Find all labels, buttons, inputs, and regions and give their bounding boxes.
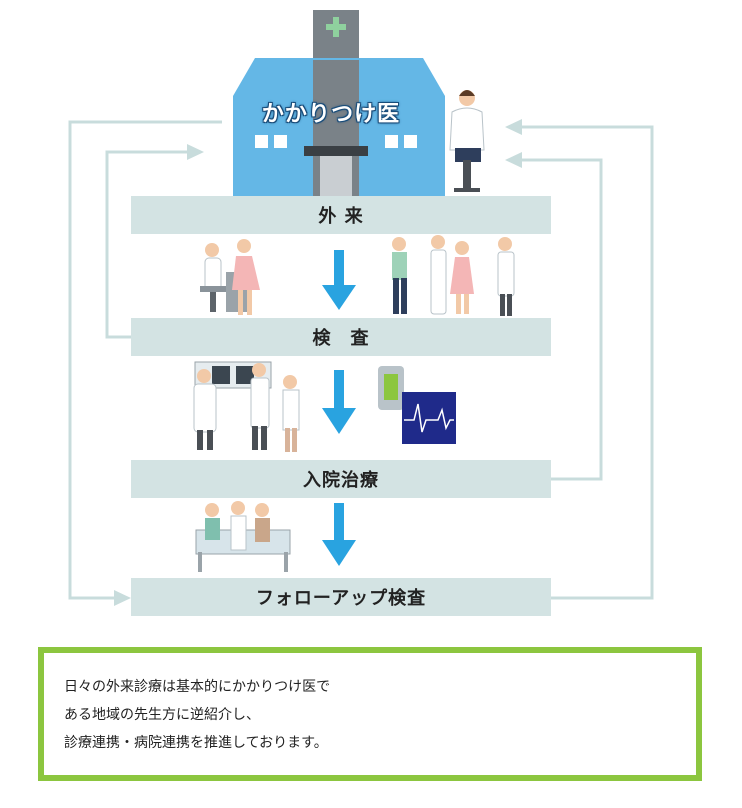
consultation-scene-icon — [200, 239, 260, 315]
arrow-exam-to-inpatient — [322, 370, 356, 434]
loop-arrow-inner-right — [505, 152, 522, 168]
loop-line-outer-right — [520, 125, 654, 600]
flow-arrows — [322, 250, 356, 566]
stage-inpatient-bar: 入院治療 — [131, 460, 551, 498]
stage-inpatient-label: 入院治療 — [303, 470, 379, 491]
stage-examination-bar: 検 査 — [131, 318, 551, 356]
referral-note-box: 日々の外来診療は基本的にかかりつけ医で ある地域の先生方に逆紹介し、 診療連携・… — [38, 647, 702, 781]
loop-line-outer-left — [68, 120, 222, 600]
stage-outpatient-bar: 外 来 — [131, 196, 551, 234]
stage-followup-bar: フォローアップ検査 — [131, 578, 551, 616]
stage-followup-label: フォローアップ検査 — [255, 588, 427, 609]
staff-group-icon — [392, 235, 515, 316]
stage-examination-label: 検 査 — [312, 328, 370, 349]
primary-care-doctor-label: かかりつけ医 — [261, 102, 401, 127]
loop-arrow-outer-right — [505, 119, 522, 135]
left-loop-lines — [68, 120, 222, 606]
right-loop-lines — [505, 119, 654, 600]
note-line-1: 日々の外来診療は基本的にかかりつけ医で — [64, 679, 331, 695]
referral-note-text: 日々の外来診療は基本的にかかりつけ医で ある地域の先生方に逆紹介し、 診療連携・… — [64, 673, 424, 757]
arrow-outpatient-to-exam — [322, 250, 356, 310]
hospital-building — [233, 10, 445, 196]
loop-line-inner-right — [520, 158, 603, 481]
xray-review-icon — [193, 361, 300, 452]
loop-line-inner-left — [105, 150, 190, 339]
note-line-3: 診療連携・病院連携を推進しております。 — [64, 735, 328, 751]
arrow-inpatient-to-followup — [322, 503, 356, 566]
loop-arrow-outer-left — [114, 590, 131, 606]
loop-arrow-inner-left — [187, 144, 204, 160]
note-line-2: ある地域の先生方に逆紹介し、 — [64, 707, 260, 723]
stage-outpatient-label: 外 来 — [318, 206, 364, 227]
inpatient-ward-icon — [195, 501, 291, 572]
ecg-monitor-icon — [378, 366, 456, 444]
doctor-seated-icon — [449, 90, 485, 192]
